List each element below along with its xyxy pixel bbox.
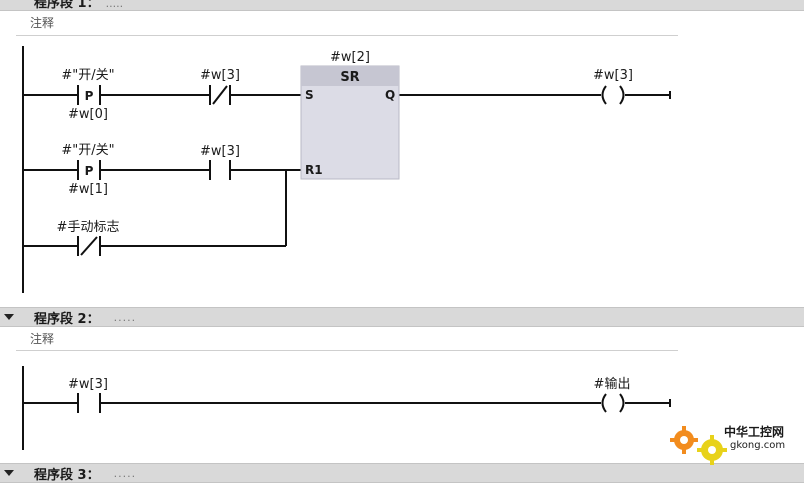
segment-2-header[interactable]: 程序段 2： ..... — [0, 307, 804, 327]
watermark-url: gkong.com — [730, 440, 785, 451]
sr-pin-r1: R1 — [305, 163, 323, 177]
p-contact-1[interactable] — [77, 85, 101, 105]
p-contact-2-symbol: P — [85, 164, 94, 178]
no-contact-w3-label[interactable]: #w[3] — [200, 144, 240, 159]
no-contact-seg2-w3[interactable] — [77, 393, 101, 413]
gear-icon — [670, 426, 698, 454]
sr-pin-q: Q — [385, 88, 395, 102]
segment-2-title: 程序段 2： — [34, 311, 100, 327]
p-contact-2[interactable] — [77, 160, 101, 180]
coil-w3-label[interactable]: #w[3] — [593, 68, 633, 83]
collapse-triangle-icon[interactable] — [4, 314, 14, 320]
no-contact-seg2-label[interactable]: #w[3] — [68, 377, 108, 392]
sr-block-title: SR — [340, 70, 359, 85]
nc-contact-manual-flag-label[interactable]: #手动标志 — [57, 220, 120, 235]
sr-block-label[interactable]: #w[2] — [330, 50, 370, 65]
p-contact-1-label[interactable]: #"开/关" — [61, 68, 114, 83]
gear-icon — [697, 435, 727, 465]
no-contact-w3[interactable] — [209, 160, 231, 180]
collapse-triangle-icon[interactable] — [4, 470, 14, 476]
segment-1-header[interactable]: 程序段 1：..... — [0, 0, 804, 11]
nc-contact-manual-flag[interactable] — [77, 236, 101, 256]
coil-output[interactable] — [601, 393, 625, 413]
segment-2-comment[interactable]: 注释 — [16, 329, 678, 351]
segment-1-comment[interactable]: 注释 — [16, 12, 678, 36]
segment-1-title: 程序段 1：..... — [34, 0, 124, 11]
coil-w3[interactable] — [601, 85, 625, 105]
p-contact-2-sub[interactable]: #w[1] — [68, 182, 108, 197]
p-contact-1-symbol: P — [85, 89, 94, 103]
segment-2-dots: ..... — [113, 310, 137, 324]
coil-output-label[interactable]: #输出 — [594, 376, 631, 392]
segment-3-dots: ..... — [113, 466, 137, 480]
sr-block[interactable] — [300, 65, 400, 180]
watermark-name: 中华工控网 — [724, 424, 784, 439]
sr-pin-s: S — [305, 88, 314, 102]
watermark-logo: 中华工控网 gkong.com — [668, 418, 798, 470]
p-contact-2-label[interactable]: #"开/关" — [61, 143, 114, 158]
nc-contact-w3[interactable] — [209, 85, 231, 105]
nc-contact-w3-label[interactable]: #w[3] — [200, 68, 240, 83]
p-contact-1-sub[interactable]: #w[0] — [68, 107, 108, 122]
